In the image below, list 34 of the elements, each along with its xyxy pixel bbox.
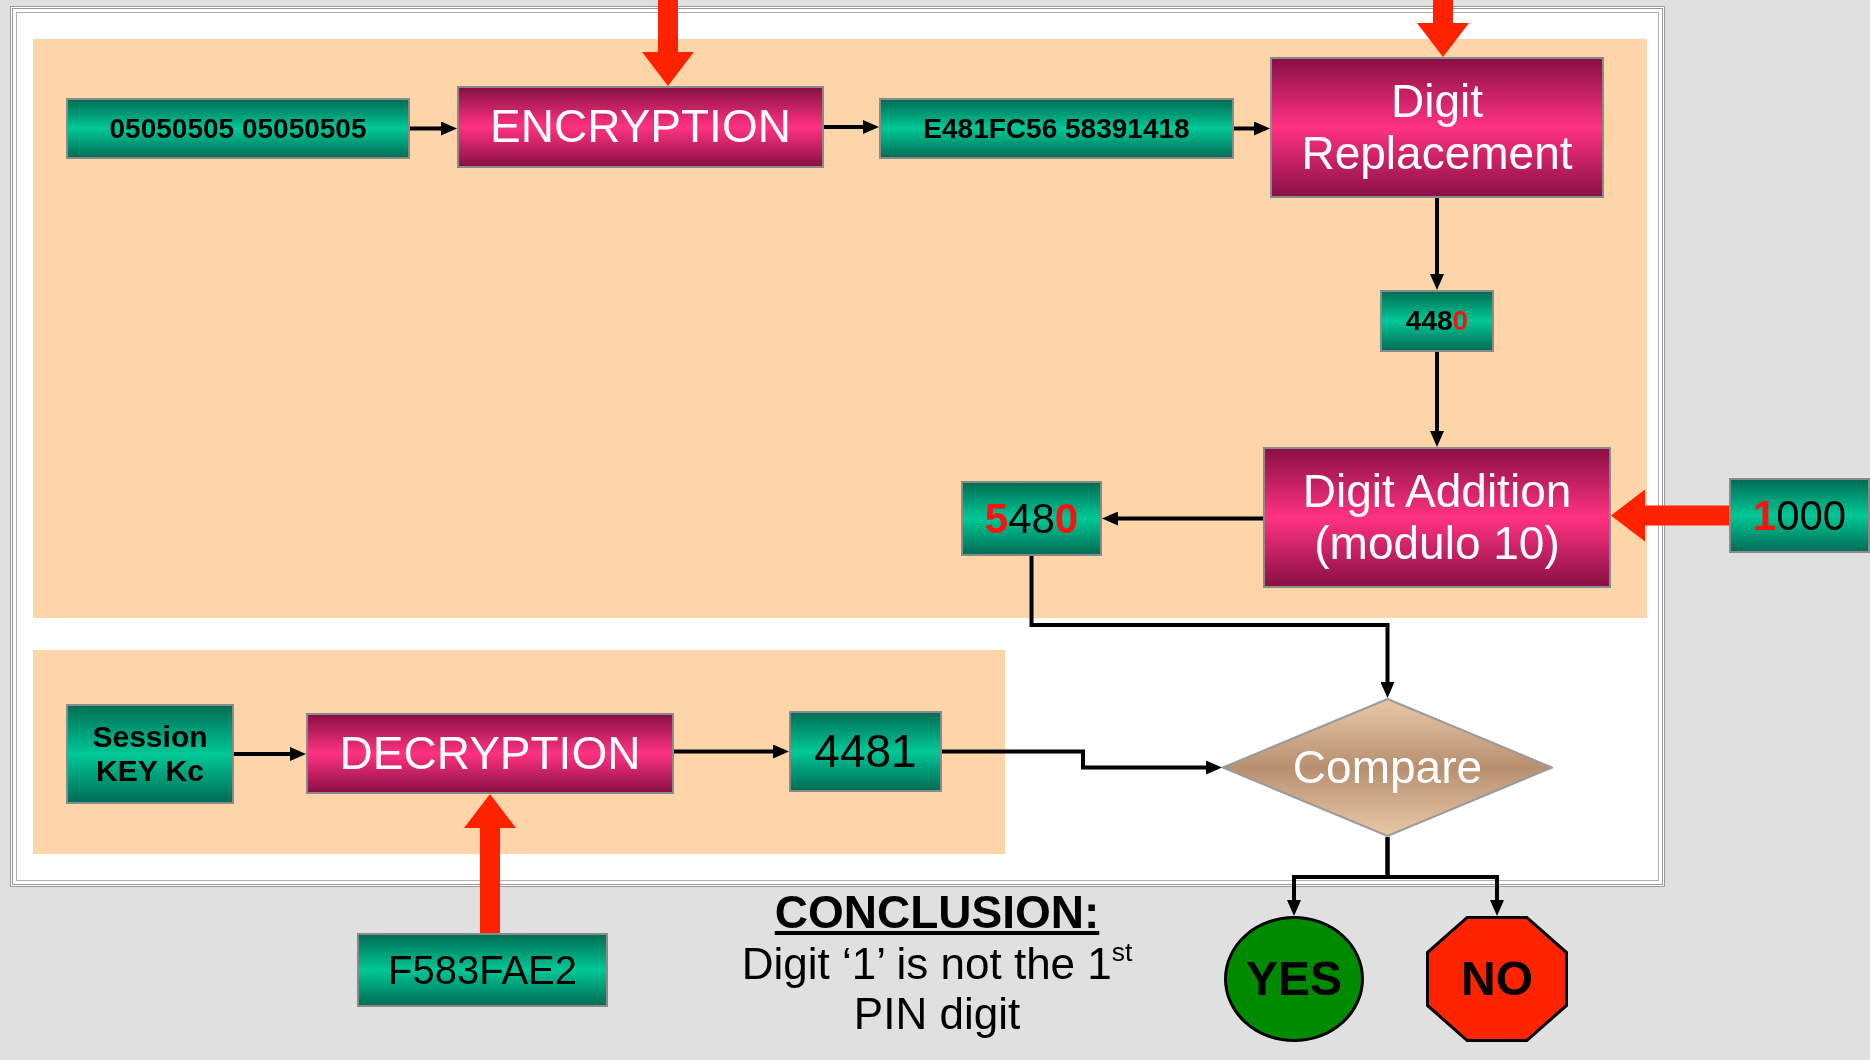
value-box: 4481 (789, 711, 942, 792)
decision-diamond: Compare (1222, 698, 1553, 837)
value-box: E481FC56 58391418 (879, 98, 1234, 159)
process-box: Digit Addition (modulo 10) (1263, 447, 1611, 588)
block-arrow (1417, 0, 1469, 57)
panel-background (33, 650, 1005, 854)
arrow (410, 121, 457, 136)
value-box: 4480 (1380, 290, 1494, 352)
block-arrow (1611, 489, 1729, 542)
arrow (1430, 352, 1444, 447)
arrow (234, 747, 306, 761)
arrow (1102, 511, 1263, 526)
process-box: ENCRYPTION (457, 86, 824, 168)
value-box: Session KEY Kc (66, 704, 234, 804)
value-box: 5480 (961, 481, 1102, 556)
process-box: Digit Replacement (1270, 57, 1604, 198)
arrow (1430, 198, 1444, 290)
arrow (674, 744, 789, 759)
arrow (1029, 556, 1395, 698)
conclusion-heading: CONCLUSION: (773, 886, 1101, 939)
block-arrow (464, 794, 516, 933)
value-box: 1000 (1729, 478, 1870, 553)
arrow (1385, 837, 1504, 916)
value-box: F583FAE2 (357, 933, 608, 1007)
yes-circle: YES (1224, 916, 1364, 1042)
process-box: DECRYPTION (306, 713, 674, 794)
arrow (1234, 121, 1270, 136)
stop-octagon: NO (1426, 916, 1568, 1042)
panel-background (33, 39, 1647, 618)
arrow (942, 749, 1222, 775)
block-arrow (642, 0, 694, 86)
value-box: 05050505 05050505 (66, 98, 410, 159)
arrow (824, 120, 879, 134)
conclusion-text: Digit ‘1’ is not the 1$^{st}$ PIN digit (740, 938, 1134, 1041)
